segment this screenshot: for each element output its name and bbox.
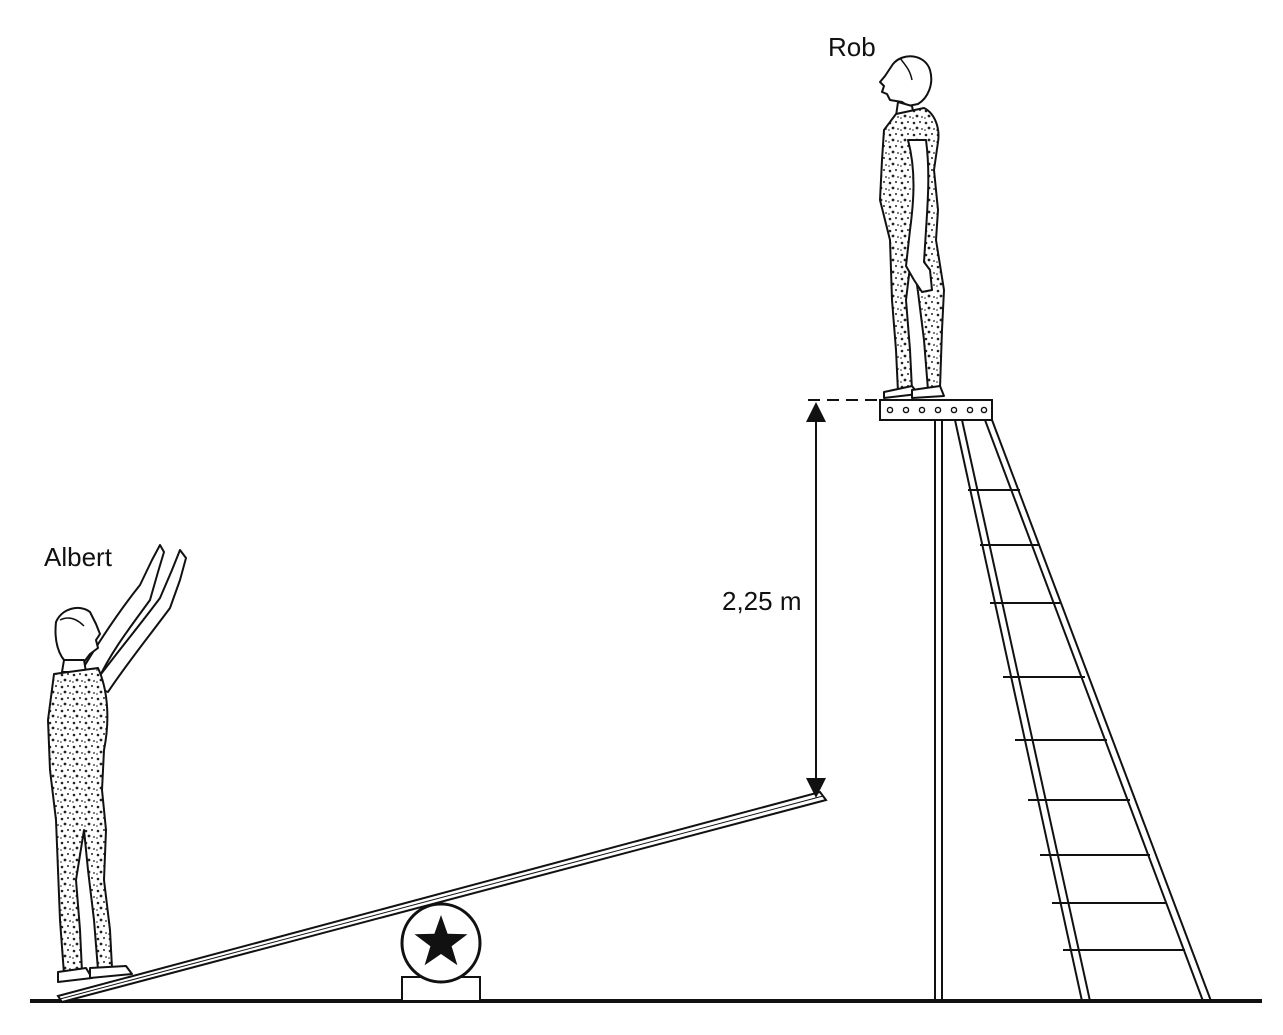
height-label: 2,25 m bbox=[722, 586, 802, 616]
platform bbox=[879, 399, 993, 421]
fulcrum bbox=[400, 902, 482, 1002]
rob-figure bbox=[879, 55, 945, 399]
albert-label: Albert bbox=[44, 542, 112, 572]
albert-figure bbox=[47, 544, 187, 983]
ladder bbox=[954, 419, 1212, 1002]
rob-label: Rob bbox=[828, 32, 876, 62]
platform-pole bbox=[934, 420, 943, 1001]
seesaw-plank bbox=[56, 790, 828, 1004]
star-icon bbox=[414, 915, 468, 966]
